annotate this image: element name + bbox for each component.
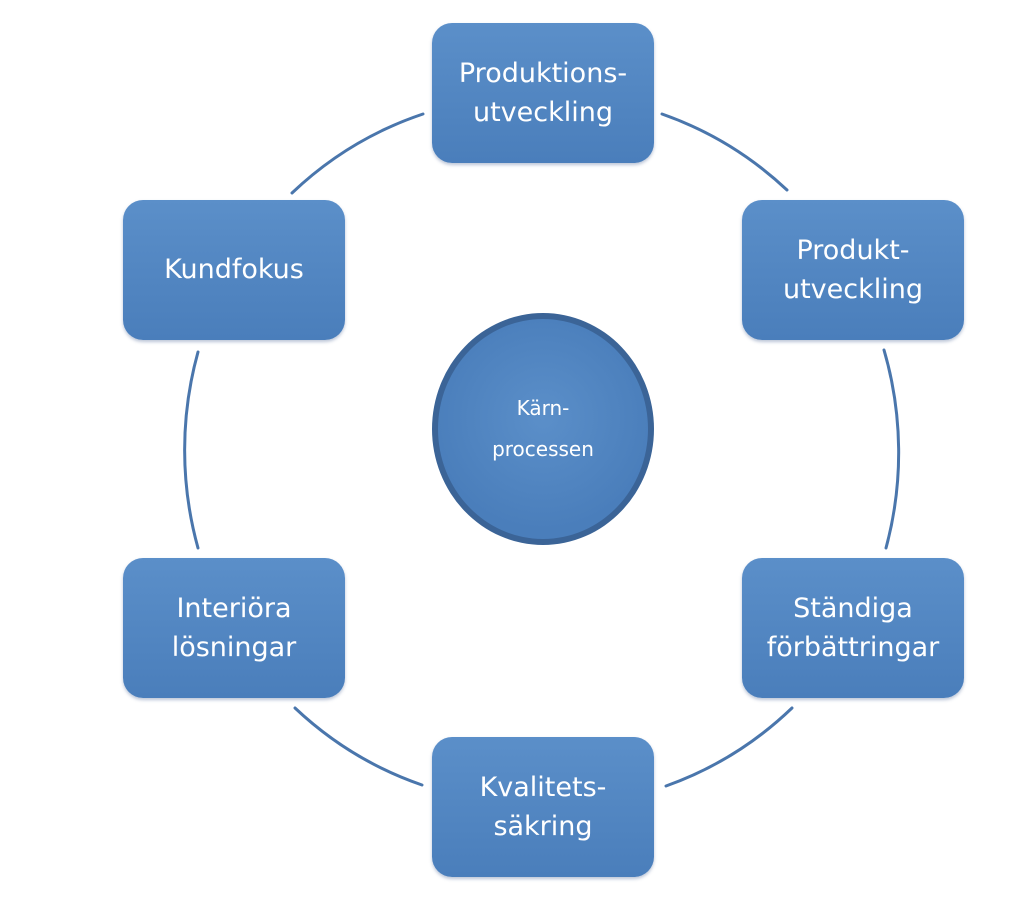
node-produktutveckling: Produkt- utveckling bbox=[742, 200, 964, 340]
node-label: Kvalitets- säkring bbox=[479, 771, 607, 842]
ring-arc-top-right bbox=[660, 112, 789, 192]
node-standiga-forbattringar: Ständiga förbättringar bbox=[742, 558, 964, 698]
node-interiora-losningar: Interiöra lösningar bbox=[123, 558, 345, 698]
ring-arc-bottom-left bbox=[293, 706, 424, 787]
ring-arc-bottom-right bbox=[664, 706, 794, 788]
node-label: Produkt- utveckling bbox=[782, 234, 924, 305]
node-label: Kundfokus bbox=[164, 254, 304, 286]
center-node-karnprocessen: Kärn- processen bbox=[432, 313, 654, 545]
node-kvalitetssakring: Kvalitets- säkring bbox=[432, 737, 654, 877]
ring-arc-left bbox=[183, 350, 200, 550]
node-produktionsutveckling: Produktions- utveckling bbox=[432, 23, 654, 163]
node-label: Interiöra lösningar bbox=[171, 592, 297, 663]
center-label: Kärn- processen bbox=[492, 396, 594, 461]
node-label: Ständiga förbättringar bbox=[766, 592, 940, 663]
ring-arc-top-left bbox=[290, 112, 425, 195]
ring-arc-right bbox=[882, 348, 901, 550]
node-label: Produktions- utveckling bbox=[458, 57, 628, 128]
node-kundfokus: Kundfokus bbox=[123, 200, 345, 340]
